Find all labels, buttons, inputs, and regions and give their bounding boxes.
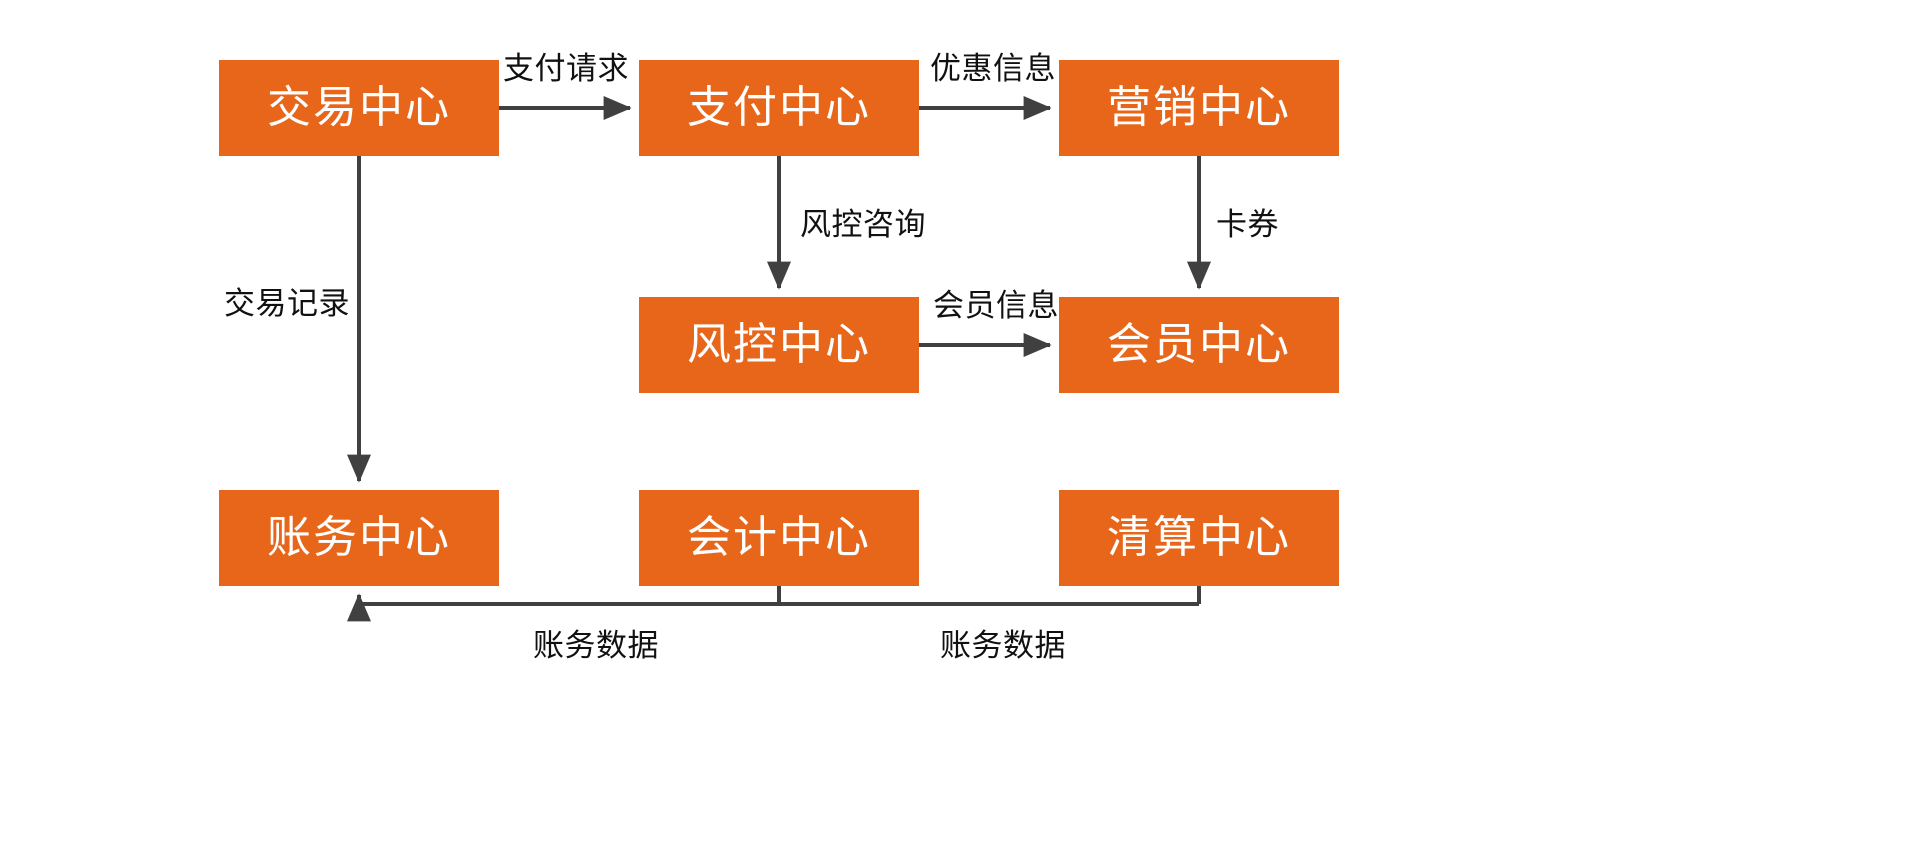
node-label: 风控中心 [687,320,871,369]
node-accounting-center[interactable]: 会计中心 [639,490,919,586]
node-settlement-center[interactable]: 清算中心 [1059,490,1339,586]
node-member-center[interactable]: 会员中心 [1059,297,1339,393]
edge-label-member-info: 会员信息 [933,288,1059,323]
edge-label-payment-request: 支付请求 [503,51,629,86]
node-label: 清算中心 [1107,513,1291,562]
edge-label-promotion-info: 优惠信息 [930,51,1056,86]
node-risk-control-center[interactable]: 风控中心 [639,297,919,393]
edge-label-coupon: 卡券 [1216,207,1279,242]
node-account-center[interactable]: 账务中心 [219,490,499,586]
edge-label-account-data-right: 账务数据 [940,628,1066,663]
node-label: 会计中心 [687,513,871,562]
edge-label-trade-record: 交易记录 [224,286,350,321]
node-label: 支付中心 [687,83,871,132]
node-payment-center[interactable]: 支付中心 [639,60,919,156]
edge-label-account-data-left: 账务数据 [533,628,659,663]
node-marketing-center[interactable]: 营销中心 [1059,60,1339,156]
edge-bottom-return-bus [347,593,1199,622]
node-label: 交易中心 [267,83,451,132]
node-label: 会员中心 [1107,320,1291,369]
node-label: 营销中心 [1107,83,1291,132]
node-trade-center[interactable]: 交易中心 [219,60,499,156]
edge-label-risk-consult: 风控咨询 [800,207,926,242]
node-label: 账务中心 [267,513,451,562]
